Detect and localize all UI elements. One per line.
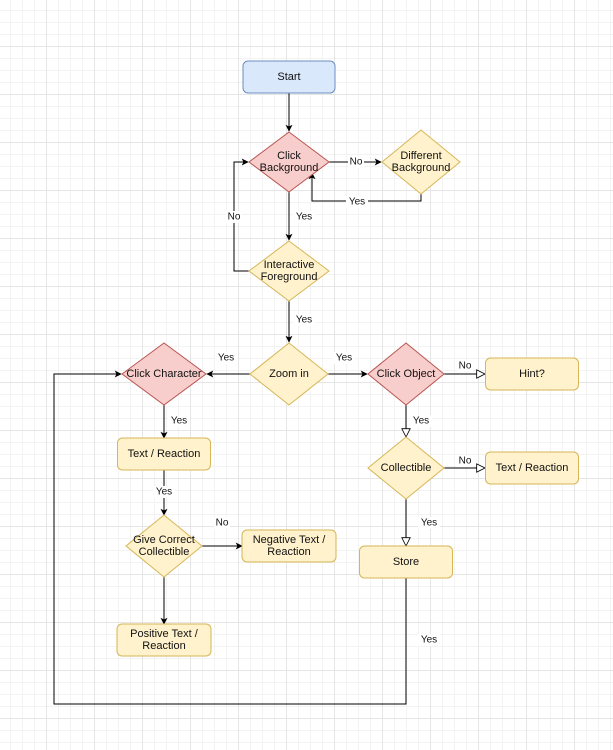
edge-store-loop [53, 370, 407, 705]
node-label: Click Object [377, 368, 436, 380]
edge-label-background [168, 415, 190, 427]
process-positive-text: Positive Text /Reaction [116, 623, 212, 657]
process-text-reaction-right: Text / Reaction [485, 451, 579, 485]
node-label: Reaction [142, 640, 185, 652]
decision-click-character: Click Character [121, 342, 207, 406]
box-shape [359, 545, 453, 579]
edge-label-background [153, 486, 175, 498]
box-shape [242, 60, 336, 94]
node-label: Hint? [519, 368, 545, 380]
box-shape [116, 623, 212, 657]
edge-label-background [348, 156, 364, 168]
node-label: Negative Text / [253, 534, 327, 546]
edge-label-yes: Yes [421, 518, 437, 529]
node-label: Click [277, 150, 301, 162]
process-store: Store [359, 545, 453, 579]
decision-collectible: Collectible [367, 436, 445, 500]
diamond-shape [248, 240, 330, 302]
node-label: Give Correct [133, 534, 195, 546]
edge-label-yes: Yes [218, 353, 234, 364]
edge-label-background [346, 196, 368, 208]
diamond-shape [367, 342, 445, 406]
edge-label-background [418, 517, 440, 529]
edge-label-yes: Yes [156, 487, 172, 498]
edge-label-background [214, 517, 230, 529]
process-hint: Hint? [485, 357, 579, 391]
edge-label-background [226, 211, 242, 223]
edge-label-no: No [228, 212, 241, 223]
node-label: Different [400, 150, 441, 162]
edge-label-yes: Yes [349, 197, 365, 208]
edge-label-background [293, 314, 315, 326]
edge-label-yes: Yes [171, 416, 187, 427]
node-label: Collectible [381, 462, 432, 474]
node-label: Reaction [267, 546, 310, 558]
edge-label-no: No [216, 518, 229, 529]
diamond-shape [249, 342, 329, 406]
edge-label-background [293, 211, 315, 223]
process-negative-text: Negative Text /Reaction [241, 529, 337, 563]
process-start: Start [242, 60, 336, 94]
node-label: Positive Text / [130, 628, 199, 640]
node-label: Collectible [139, 546, 190, 558]
edge-label-background [418, 634, 440, 646]
edge-label-background [333, 352, 355, 364]
edge-label-background [457, 360, 473, 372]
node-label: Text / Reaction [128, 448, 201, 460]
box-shape [117, 437, 211, 471]
box-shape [241, 529, 337, 563]
node-label: Store [393, 556, 419, 568]
edge-label-yes: Yes [296, 212, 312, 223]
node-label: Interactive [264, 259, 315, 271]
node-label: Zoom in [269, 368, 309, 380]
node-label: Start [277, 71, 300, 83]
node-label: Background [260, 162, 319, 174]
edge-label-background [457, 455, 473, 467]
decision-zoom-in: Zoom in [249, 342, 329, 406]
box-shape [485, 357, 579, 391]
edge-label-no: No [350, 157, 363, 168]
edge-label-yes: Yes [296, 315, 312, 326]
process-text-reaction-left: Text / Reaction [117, 437, 211, 471]
diamond-shape [121, 342, 207, 406]
node-label: Foreground [261, 271, 318, 283]
node-label: Click Character [126, 368, 202, 380]
edge-label-background [215, 352, 237, 364]
edge-label-yes: Yes [421, 635, 437, 646]
edge-label-no: No [459, 361, 472, 372]
edge-label-background [410, 415, 432, 427]
diamond-shape [248, 131, 330, 193]
diamond-shape [367, 436, 445, 500]
edge-label-yes: Yes [413, 416, 429, 427]
decision-click-object: Click Object [367, 342, 445, 406]
edge-label-no: No [459, 456, 472, 467]
node-label: Text / Reaction [496, 462, 569, 474]
edge-label-yes: Yes [336, 353, 352, 364]
box-shape [485, 451, 579, 485]
diamond-shape [381, 129, 461, 195]
diamond-shape [125, 514, 203, 578]
node-label: Background [392, 162, 451, 174]
